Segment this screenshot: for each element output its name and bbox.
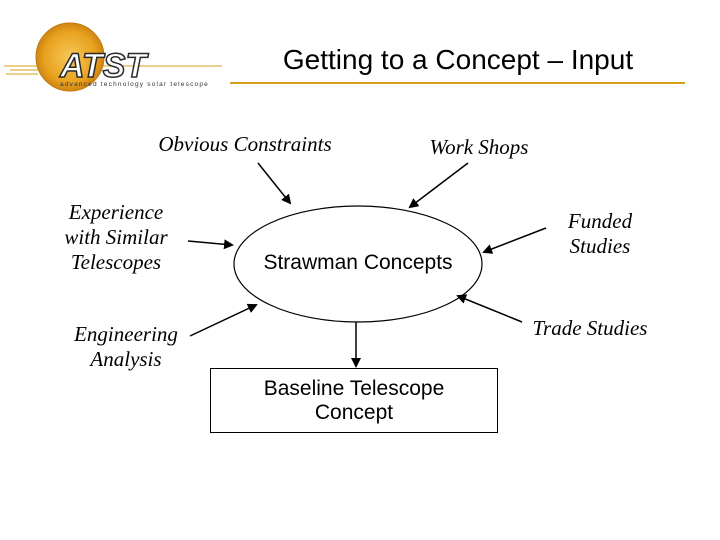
baseline-concept-box: Baseline Telescope Concept bbox=[210, 368, 498, 433]
arrow-funded bbox=[482, 227, 547, 254]
arrow-workshops bbox=[408, 162, 469, 209]
atst-logo: ATST advanced technology solar telescope bbox=[4, 22, 222, 92]
arrow-engineering bbox=[189, 303, 258, 337]
label-funded-studies: Funded Studies bbox=[567, 209, 633, 258]
label-experience: Experience with Similar Telescopes bbox=[64, 200, 168, 274]
slide-title: Getting to a Concept – Input bbox=[282, 44, 634, 75]
strawman-concepts-label: Strawman Concepts bbox=[263, 251, 453, 274]
arrow-experience bbox=[187, 239, 234, 250]
arrow-trade bbox=[456, 294, 523, 323]
baseline-concept-label: Baseline Telescope Concept bbox=[263, 376, 445, 424]
label-engineering: Engineering Analysis bbox=[74, 322, 178, 371]
logo-text: ATST bbox=[59, 47, 149, 85]
label-obvious-constraints: Obvious Constraints bbox=[158, 132, 332, 156]
label-trade-studies: Trade Studies bbox=[532, 316, 648, 340]
logo-tagline: advanced technology solar telescope bbox=[60, 81, 209, 88]
title-rule bbox=[230, 82, 685, 84]
arrow-constraints bbox=[257, 162, 292, 205]
strawman-ellipse bbox=[233, 205, 483, 323]
label-work-shops: Work Shops bbox=[429, 135, 529, 159]
